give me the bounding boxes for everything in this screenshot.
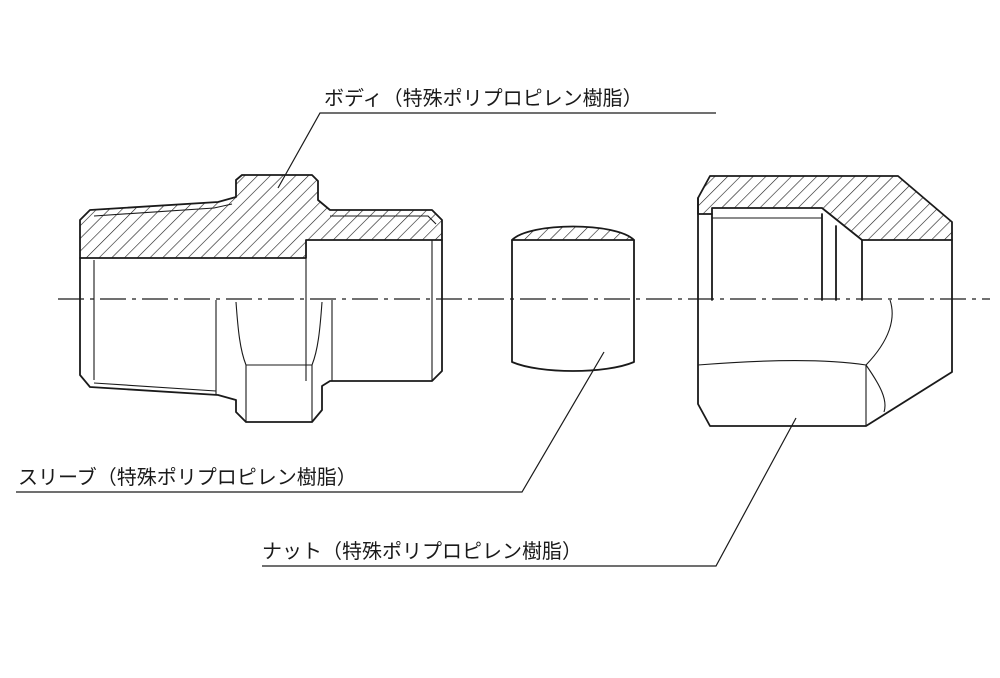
nut-section-hatch	[697, 175, 953, 241]
sleeve-outline	[511, 239, 635, 372]
sleeve-part	[511, 225, 635, 372]
body-thread-line-right	[330, 215, 437, 225]
nut-bore-outline	[711, 213, 863, 301]
body-hex-flats	[235, 301, 323, 366]
leader-sleeve	[16, 351, 605, 493]
label-body: ボディ（特殊ポリプロピレン樹脂）	[324, 86, 643, 110]
nut-hex-curve-right	[865, 299, 893, 366]
leader-nut	[262, 417, 797, 567]
label-nut: ナット（特殊ポリプロピレン樹脂）	[262, 539, 582, 563]
nut-part	[697, 175, 953, 427]
body-section-hatch	[79, 174, 443, 259]
body-thread-line	[93, 203, 233, 217]
leader-body	[277, 112, 716, 189]
nut-hex-curve-top	[697, 359, 886, 413]
nut-outline	[697, 197, 953, 427]
body-thread-lower	[93, 382, 217, 392]
sleeve-section-hatch	[511, 225, 635, 241]
body-part	[79, 174, 443, 423]
label-sleeve: スリーブ（特殊ポリプロピレン樹脂）	[18, 465, 357, 489]
body-outline-lower	[79, 239, 443, 423]
